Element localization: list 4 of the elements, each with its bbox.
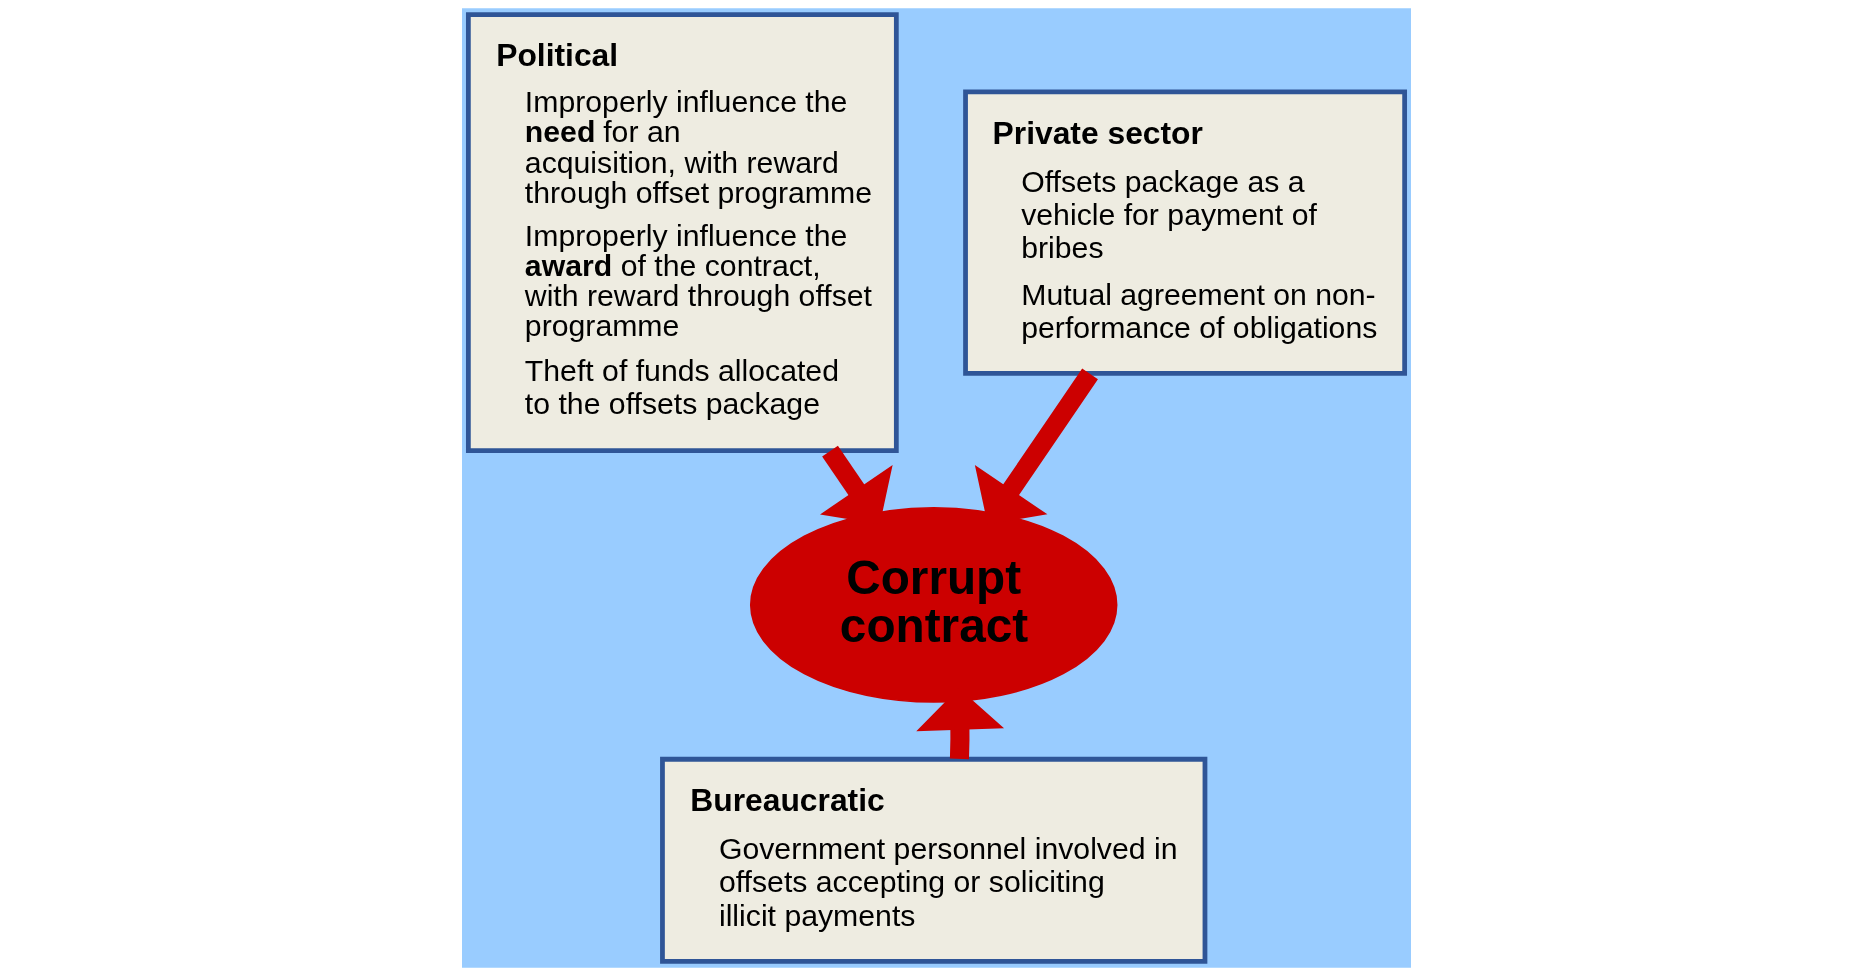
node-box: Political Improperly influence the need for an acquisition, with reward through offset programme Improperly influence the award of the contract, with reward through offset programme Theft of funds allocated to the offsets package — [465, 12, 899, 453]
node-box: Bureaucratic Government personnel involved in offsets accepting or soliciting illicit payments — [659, 756, 1207, 964]
node-box: Private sector Offsets package as a vehicle for payment of bribes Mutual agreement on non-performance of obligations — [962, 89, 1407, 376]
node-ellipse: Corrupt contract — [749, 507, 1117, 703]
